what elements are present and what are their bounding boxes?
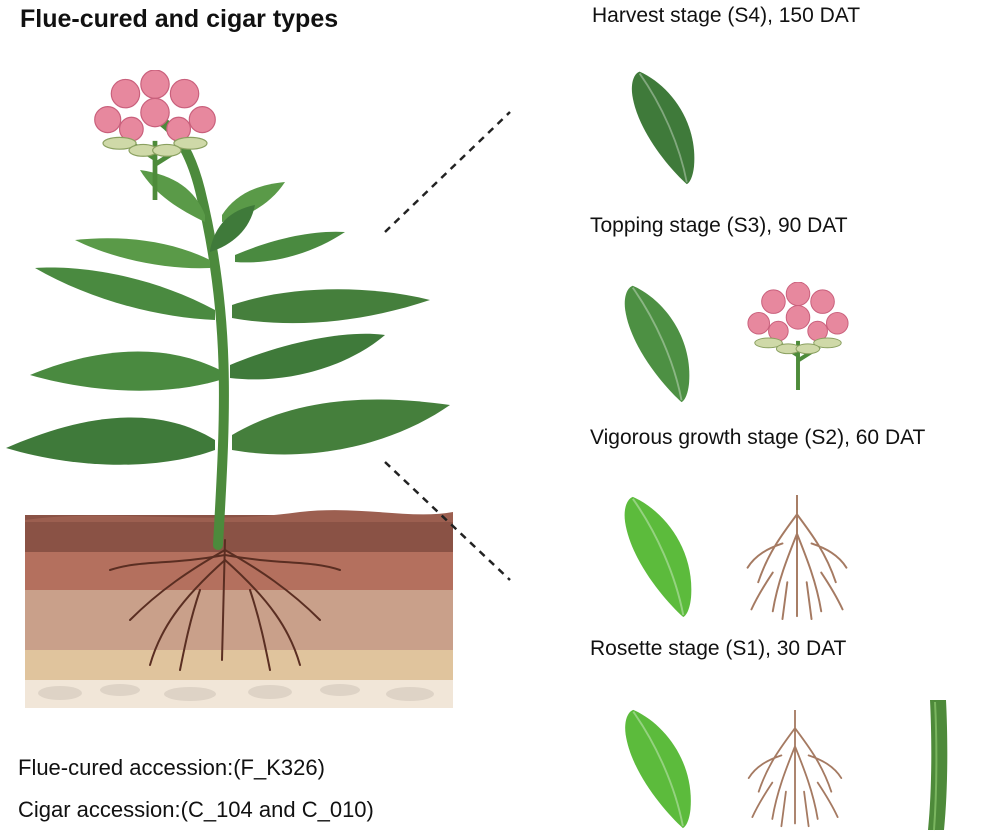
cigar-accession: Cigar accession:(C_104 and C_010) <box>18 797 374 822</box>
stage-label-s3: Topping stage (S3), 90 DAT <box>590 214 848 237</box>
s2-root-icon <box>746 495 848 621</box>
connector-line-top <box>384 111 511 233</box>
s3-leaf-icon <box>623 284 691 404</box>
s1-leaf-icon <box>624 708 692 830</box>
stage-label-s1: Rosette stage (S1), 30 DAT <box>590 637 847 660</box>
s2-leaf-icon <box>623 495 693 619</box>
connector-line-bottom <box>384 461 511 581</box>
main-plant-leaves <box>6 170 450 465</box>
s1-root-icon <box>747 710 843 828</box>
flue-cured-accession: Flue-cured accession:(F_K326) <box>18 755 325 780</box>
stage-label-s4: Harvest stage (S4), 150 DAT <box>592 4 861 27</box>
s4-leaf-icon <box>630 70 696 186</box>
figure-title: Flue-cured and cigar types <box>20 5 339 33</box>
soil-layers <box>25 510 453 708</box>
stage-label-s2: Vigorous growth stage (S2), 60 DAT <box>590 426 926 449</box>
s1-stem-icon <box>928 700 948 831</box>
main-plant-roots <box>109 539 341 671</box>
s3-flower-icon <box>745 282 851 390</box>
